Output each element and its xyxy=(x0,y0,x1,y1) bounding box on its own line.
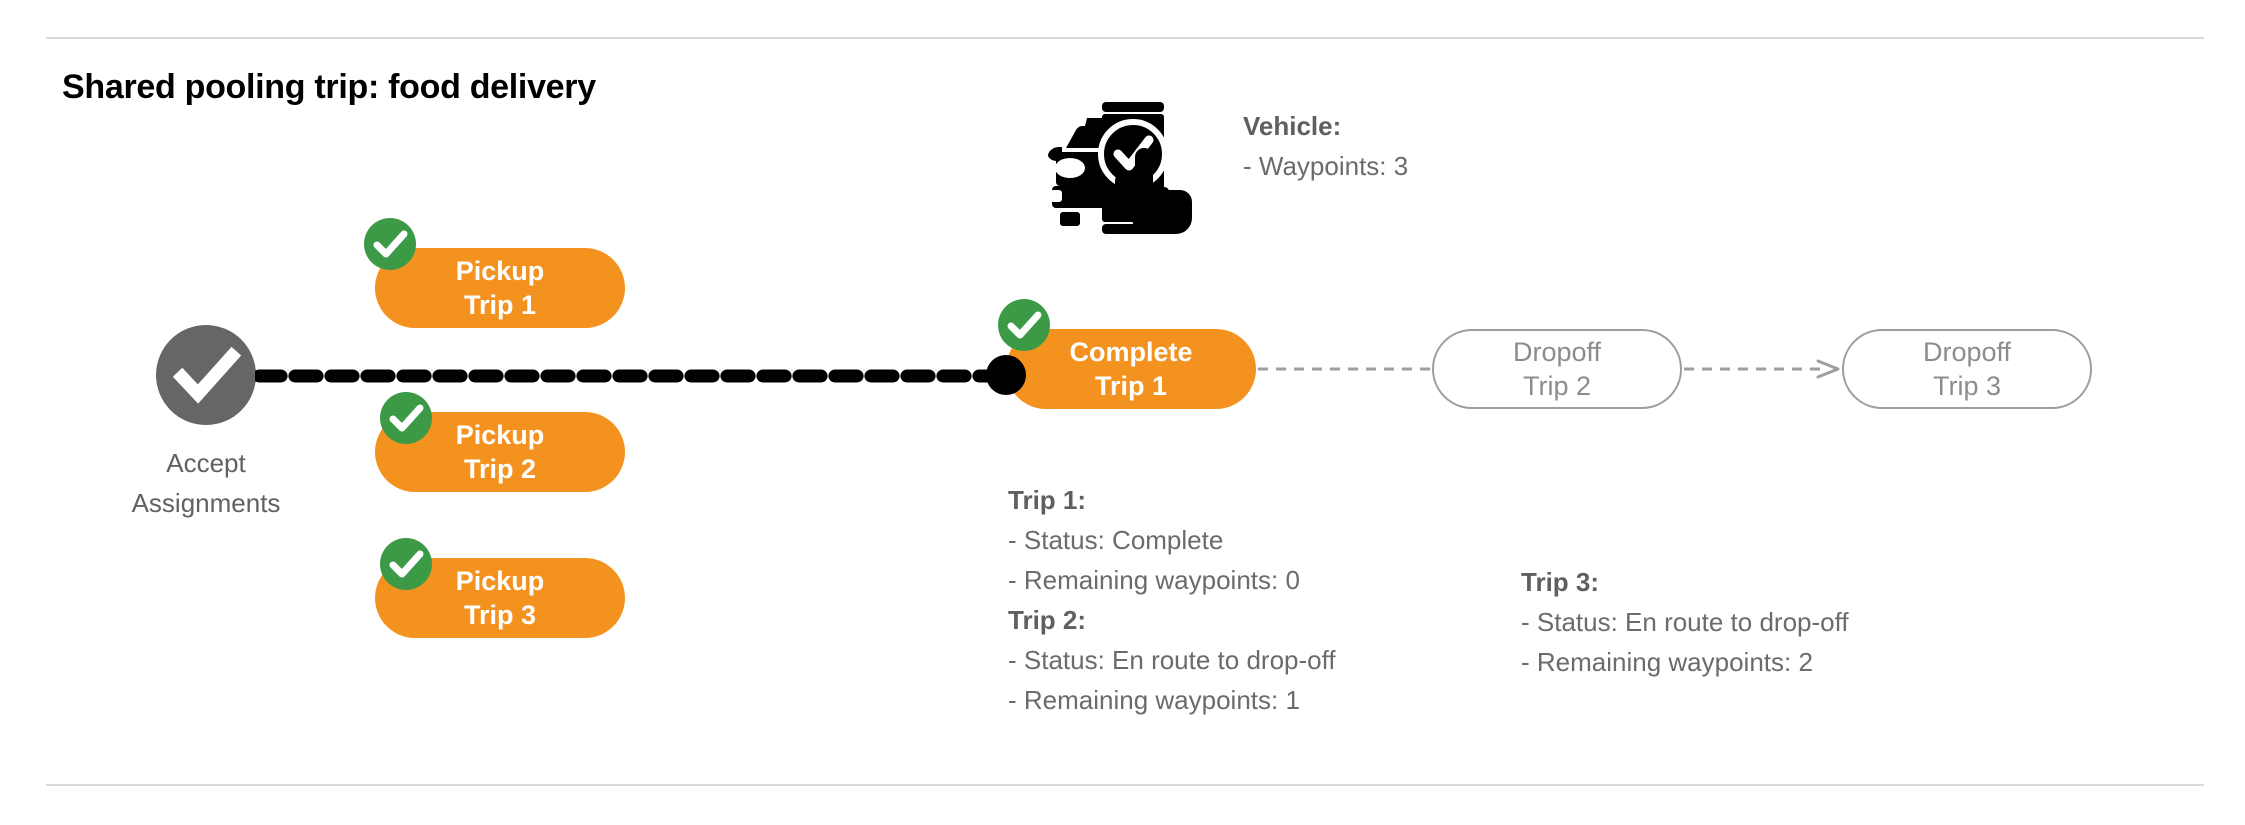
pickup-trip-3-subtitle: Trip 3 xyxy=(463,600,537,630)
pickup-trip-3-title: Pickup xyxy=(455,566,545,596)
route-waypoint-dot xyxy=(986,355,1026,395)
check-badge-icon-complete-1 xyxy=(998,299,1050,351)
pickup-trip-2-title: Pickup xyxy=(455,420,545,450)
complete-trip-1-subtitle: Trip 1 xyxy=(1094,371,1168,401)
bottom-divider xyxy=(46,784,2204,786)
top-divider xyxy=(46,37,2204,39)
trip-3-label: Trip 3: xyxy=(1521,567,1600,597)
dropoff2-to-dropoff3-connector xyxy=(1684,358,1844,380)
trip-2-label: Trip 2: xyxy=(1008,605,1087,635)
trip-1-label: Trip 1: xyxy=(1008,485,1087,515)
trip-details-left-block: Trip 1: - Status: Complete - Remaining w… xyxy=(1008,480,1336,720)
complete-trip-1-title: Complete xyxy=(1069,337,1193,367)
pickup-trip-2-subtitle: Trip 2 xyxy=(463,454,537,484)
accept-assignments-node[interactable] xyxy=(156,325,256,425)
accept-assignments-label: Accept Assignments xyxy=(80,443,332,523)
check-badge-icon-pickup-3 xyxy=(380,538,432,590)
vehicle-label: Vehicle: xyxy=(1243,111,1342,141)
vehicle-waypoints-line: - Waypoints: 3 xyxy=(1243,151,1409,181)
assignments-to-complete-connector xyxy=(252,365,1018,387)
dropoff-trip-2-title: Dropoff xyxy=(1512,337,1602,367)
dropoff-trip-3-node[interactable]: Dropoff Trip 3 xyxy=(1842,329,2092,409)
dropoff-trip-3-title: Dropoff xyxy=(1922,337,2012,367)
complete-to-dropoff2-connector xyxy=(1258,358,1434,380)
trip-1-status-line: - Status: Complete xyxy=(1008,525,1224,555)
dropoff-trip-3-subtitle: Trip 3 xyxy=(1932,371,2001,401)
trip-3-waypoints-line: - Remaining waypoints: 2 xyxy=(1521,647,1813,677)
accept-assignments-label-line-1: Accept xyxy=(166,448,246,478)
pickup-trip-1-title: Pickup xyxy=(455,256,545,286)
trip-2-status-line: - Status: En route to drop-off xyxy=(1008,645,1336,675)
check-badge-icon-pickup-1 xyxy=(364,218,416,270)
page-title: Shared pooling trip: food delivery xyxy=(62,68,596,106)
vehicle-info-block: Vehicle: - Waypoints: 3 xyxy=(1243,106,1408,186)
check-badge-icon-pickup-2 xyxy=(380,392,432,444)
trip-1-waypoints-line: - Remaining waypoints: 0 xyxy=(1008,565,1300,595)
pickup-trip-1-subtitle: Trip 1 xyxy=(463,290,537,320)
trip-details-right-block: Trip 3: - Status: En route to drop-off -… xyxy=(1521,562,1849,682)
accept-assignments-label-line-2: Assignments xyxy=(131,488,281,518)
dropoff-trip-2-subtitle: Trip 2 xyxy=(1522,371,1591,401)
pickup-trip-1-node[interactable]: Pickup Trip 1 xyxy=(375,248,625,328)
complete-trip-1-node[interactable]: Complete Trip 1 xyxy=(1006,329,1256,409)
trip-3-status-line: - Status: En route to drop-off xyxy=(1521,607,1849,637)
trip-2-waypoints-line: - Remaining waypoints: 1 xyxy=(1008,685,1300,715)
dropoff-trip-2-node[interactable]: Dropoff Trip 2 xyxy=(1432,329,1682,409)
vehicle-phone-check-icon xyxy=(1032,86,1194,238)
